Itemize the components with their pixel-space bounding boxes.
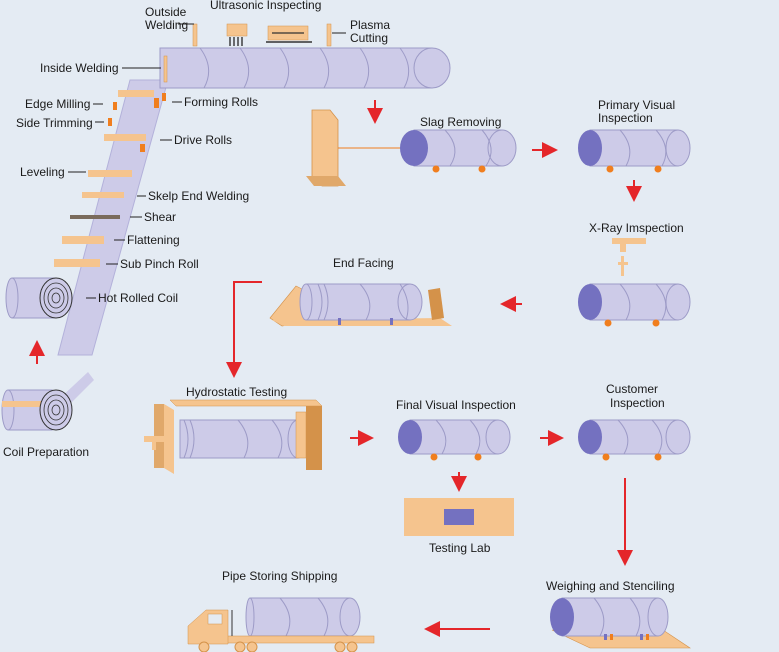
ultrasonic-carriage — [266, 25, 312, 43]
hot-rolled-coil — [5, 277, 73, 319]
pipe-shipping-truck — [187, 597, 375, 652]
forming-rolls-label: Forming Rolls — [184, 95, 258, 109]
outside-welding-label-1: Outside — [145, 5, 187, 19]
outside-welding-torch — [192, 23, 198, 47]
edge-milling-label: Edge Milling — [25, 97, 90, 111]
final-visual-station — [398, 419, 511, 461]
testing-lab-label: Testing Lab — [429, 541, 491, 555]
leveling-label: Leveling — [20, 165, 65, 179]
ultrasonic-inspecting-unit — [226, 23, 248, 46]
ultrasonic-inspecting-label: Ultrasonic Inspecting — [210, 0, 321, 12]
skelp-end-welding-label: Skelp End Welding — [148, 189, 249, 203]
hydrostatic-testing-station — [144, 399, 323, 474]
leveling-rolls — [88, 170, 132, 177]
sub-pinch-roll — [54, 259, 100, 267]
primary-visual-label-1: Primary Visual — [598, 98, 675, 112]
arrow-endfacing-to-hydro — [226, 281, 262, 378]
hydrostatic-label: Hydrostatic Testing — [186, 385, 287, 399]
slag-removing-label: Slag Removing — [420, 115, 501, 129]
testing-lab-station — [404, 498, 514, 536]
slag-removing-station — [306, 109, 517, 187]
forming-rolls — [118, 90, 166, 108]
primary-visual-label-2: Inspection — [598, 111, 653, 125]
xray-station — [578, 238, 691, 327]
outside-welding-label-2: Welding — [145, 18, 188, 32]
customer-inspection-label-1: Customer — [606, 382, 658, 396]
end-facing-station — [269, 283, 452, 327]
strip-leader-lines — [68, 23, 346, 299]
welded-pipe-top — [159, 47, 451, 89]
coil-preparation-unit — [1, 372, 94, 431]
customer-inspection-label-2: Inspection — [610, 396, 665, 410]
inside-welding-torch — [163, 55, 168, 83]
plasma-cutting-label-1: Plasma — [350, 18, 390, 32]
weighing-stenciling-label: Weighing and Stenciling — [546, 579, 675, 593]
edge-milling-unit — [113, 102, 117, 110]
flow-arrows — [29, 100, 642, 637]
side-trimming-label: Side Trimming — [16, 116, 93, 130]
plasma-cutting-label-2: Cutting — [350, 31, 388, 45]
shear-blade — [70, 215, 120, 219]
coil-preparation-label: Coil Preparation — [3, 445, 89, 459]
primary-visual-station — [578, 129, 691, 173]
skelp-end-welding-unit — [82, 192, 124, 198]
storing-shipping-label: Pipe Storing Shipping — [222, 569, 337, 583]
side-trimming-unit — [108, 118, 112, 126]
final-visual-label: Final Visual Inspection — [396, 398, 516, 412]
xray-label: X-Ray Imspection — [589, 221, 684, 235]
flattening-label: Flattening — [127, 233, 180, 247]
customer-inspection-station — [578, 419, 691, 461]
drive-rolls — [104, 134, 146, 152]
end-facing-label: End Facing — [333, 256, 394, 270]
sub-pinch-roll-label: Sub Pinch Roll — [120, 257, 199, 271]
plasma-cutter — [326, 23, 332, 47]
flattening-rolls — [62, 236, 104, 244]
weighing-stenciling-station — [550, 597, 691, 649]
drive-rolls-label: Drive Rolls — [174, 133, 232, 147]
shear-label: Shear — [144, 210, 176, 224]
inside-welding-label: Inside Welding — [40, 61, 119, 75]
hot-rolled-coil-label: Hot Rolled Coil — [98, 291, 178, 305]
